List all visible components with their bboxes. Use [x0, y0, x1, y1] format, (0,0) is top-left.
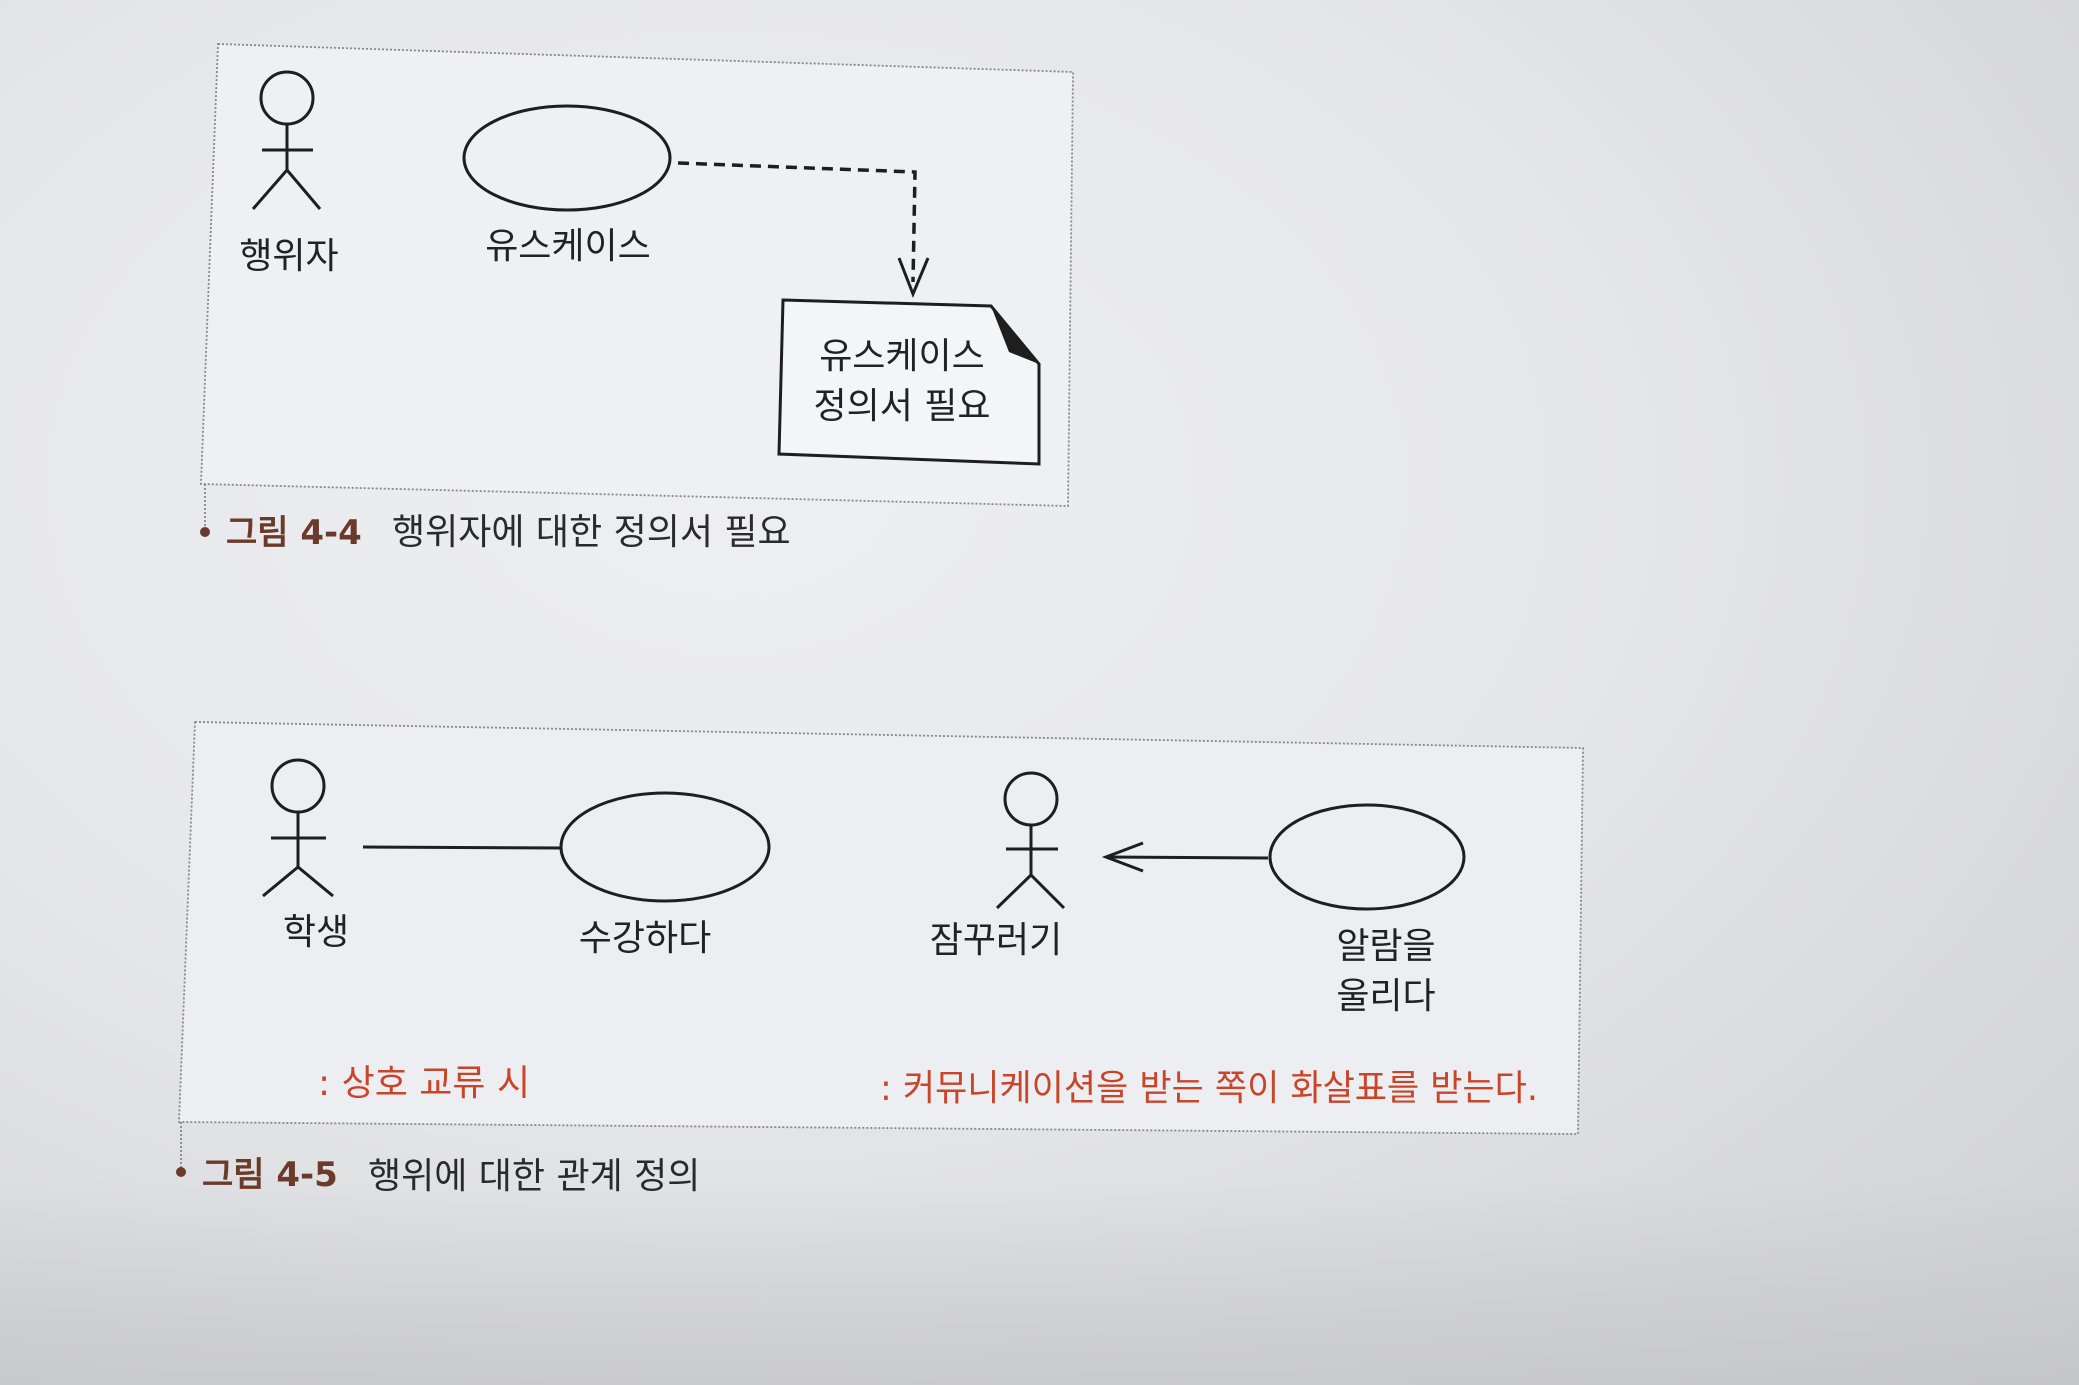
note-folded-corner-icon	[991, 306, 1039, 364]
student-actor-stick-figure-icon	[262, 758, 334, 898]
figure-4-5-caption-text: 행위에 대한 관계 정의	[368, 1156, 700, 1197]
sleepyhead-actor-stick-figure-icon	[995, 771, 1066, 910]
caption-bullet-icon	[200, 527, 210, 537]
figure-4-5-caption-number: 그림 4-5	[202, 1155, 338, 1195]
arrow-direction-note-right: : 커뮤니케이션을 받는 쪽이 화살표를 받는다.	[880, 1068, 1538, 1109]
figure-4-5-frame	[178, 721, 1584, 1135]
figure-4-4-caption-number: 그림 4-4	[226, 513, 362, 553]
note-text-line1: 유스케이스	[819, 336, 985, 377]
take-course-usecase-ellipse	[559, 791, 771, 903]
dependency-arrow	[677, 161, 917, 283]
note-box	[777, 298, 1041, 466]
usecase-label: 유스케이스	[485, 226, 651, 267]
interaction-note-left: : 상호 교류 시	[318, 1063, 530, 1104]
figure-4-4: 행위자 유스케이스 유스케이스 정의서 필요 그림 4-4 행위자에 대한 정의…	[200, 43, 1074, 553]
actor-stick-figure-icon	[251, 70, 322, 210]
sleepyhead-actor-label: 잠꾸러기	[930, 920, 1062, 961]
caption-bullet-icon	[176, 1167, 186, 1177]
take-course-usecase-label: 수강하다	[579, 918, 711, 959]
student-actor-label: 학생	[283, 912, 349, 953]
actor-label: 행위자	[239, 236, 338, 277]
ring-alarm-usecase-label-line1: 알람을	[1336, 926, 1435, 967]
note-text-line2: 정의서 필요	[813, 386, 990, 427]
figure-4-4-caption-text: 행위자에 대한 정의서 필요	[392, 512, 791, 553]
figure-4-5: 학생 수강하다 잠꾸러기 알람을 울리다 : 상호 교류 시 : 커뮤니케이션을…	[176, 721, 1584, 1197]
directed-association-arrowhead	[1101, 841, 1144, 873]
ring-alarm-usecase-label-line2: 울리다	[1336, 976, 1435, 1017]
dependency-arrowhead	[897, 257, 930, 299]
usecase-ellipse	[462, 104, 672, 212]
directed-association-line	[1105, 855, 1269, 860]
association-line	[362, 845, 563, 850]
ring-alarm-usecase-ellipse	[1268, 803, 1466, 911]
page-bottom-shadow	[0, 1180, 2079, 1385]
